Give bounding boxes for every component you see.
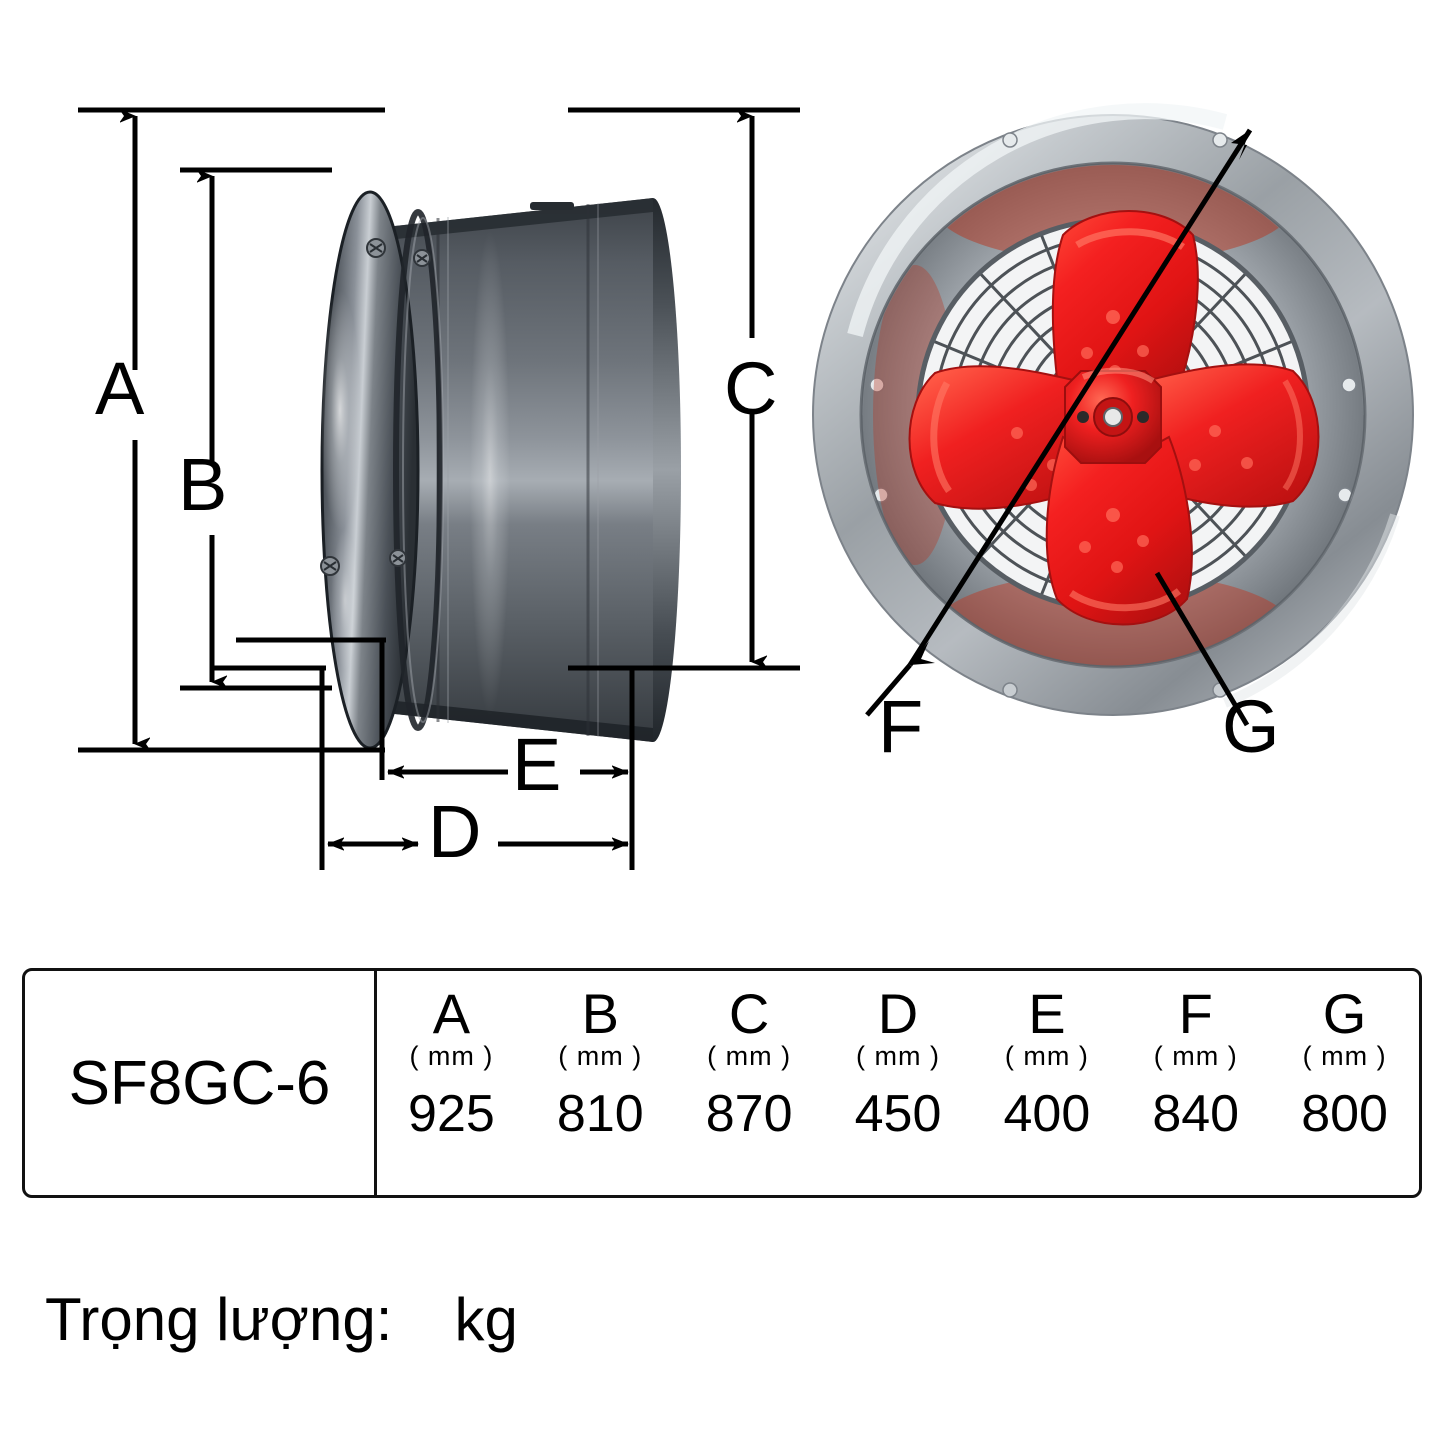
fan-impeller: [908, 210, 1320, 626]
dimension-label-B: B: [178, 443, 228, 526]
dimension-column-f: F ( mm ) 840: [1121, 971, 1270, 1195]
dim-unit-c: ( mm ): [707, 1041, 792, 1072]
dimension-label-D: D: [428, 790, 482, 873]
flange-screw: [320, 556, 340, 576]
flange-screw: [366, 238, 386, 258]
dim-value-b: 810: [556, 1084, 644, 1143]
dimension-column-g: G ( mm ) 800: [1270, 971, 1419, 1195]
dim-value-d: 450: [854, 1084, 942, 1143]
front-view-drawing: [812, 103, 1414, 727]
flange-screw: [413, 249, 431, 267]
dimension-column-a: A ( mm ) 925: [377, 971, 526, 1195]
callout-label-F: F: [878, 685, 924, 768]
dim-unit-e: ( mm ): [1004, 1041, 1089, 1072]
dim-letter-e: E: [1028, 982, 1066, 1045]
dimension-column-d: D ( mm ) 450: [824, 971, 973, 1195]
model-name: SF8GC-6: [68, 1048, 331, 1118]
dim-unit-a: ( mm ): [409, 1041, 494, 1072]
dim-value-g: 800: [1301, 1084, 1388, 1143]
weight-label: Trọng lượng:: [45, 1286, 393, 1353]
dim-letter-a: A: [432, 982, 471, 1045]
dimension-label-E: E: [512, 723, 562, 806]
dim-letter-d: D: [877, 982, 919, 1045]
weight-unit: kg: [454, 1286, 518, 1353]
impeller-hub: [1064, 367, 1162, 464]
flange-screw: [389, 549, 407, 567]
fan-housing-side-body: [320, 190, 681, 750]
dim-letter-f: F: [1178, 982, 1213, 1045]
dim-unit-g: ( mm ): [1302, 1041, 1387, 1072]
bottom-witness-lines: [210, 637, 740, 870]
dimension-A: [78, 107, 385, 753]
dimension-label-C: C: [724, 347, 778, 430]
dim-unit-d: ( mm ): [856, 1041, 940, 1072]
dimension-B: [180, 167, 332, 691]
dim-letter-g: G: [1322, 982, 1367, 1045]
dimension-column-e: E ( mm ) 400: [972, 971, 1121, 1195]
dimension-column-c: C ( mm ) 870: [675, 971, 824, 1195]
dim-value-e: 400: [1003, 1084, 1091, 1143]
dim-unit-b: ( mm ): [558, 1041, 643, 1072]
dimension-columns: A ( mm ) 925 B ( mm ) 810 C ( mm ) 870 D…: [377, 971, 1419, 1195]
dim-unit-f: ( mm ): [1153, 1041, 1238, 1072]
dim-value-f: 840: [1152, 1084, 1240, 1143]
dim-letter-b: B: [581, 982, 619, 1045]
callout-label-G: G: [1222, 685, 1280, 768]
dim-value-c: 870: [705, 1084, 793, 1143]
model-cell: SF8GC-6: [25, 971, 377, 1195]
callout-leader-F: [865, 128, 1253, 717]
dimension-label-A: A: [95, 347, 145, 430]
weight-line: Trọng lượng: kg: [45, 1285, 518, 1354]
dim-letter-c: C: [728, 982, 770, 1045]
specification-table: SF8GC-6 A ( mm ) 925 B ( mm ) 810 C ( mm…: [22, 968, 1422, 1198]
dim-value-a: 925: [408, 1084, 495, 1143]
dimension-column-b: B ( mm ) 810: [526, 971, 675, 1195]
callout-leader-G: [1154, 571, 1250, 727]
side-view-drawing: [78, 107, 800, 870]
